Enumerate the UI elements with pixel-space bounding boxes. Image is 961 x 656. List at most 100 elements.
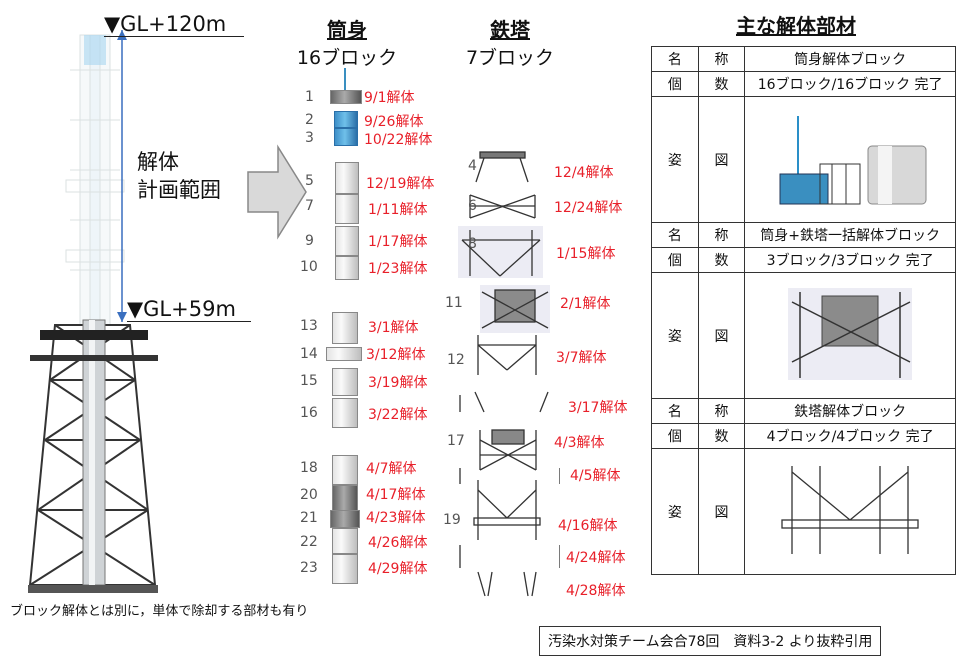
block-number: 6 (468, 198, 477, 214)
block-number: 11 (445, 295, 463, 311)
steel-tower-count: 7ブロック (465, 47, 555, 69)
figure-key: 姿 (651, 272, 699, 399)
section-figure (744, 448, 956, 575)
cylinder-block-shape (334, 128, 358, 146)
right-arrow-icon (247, 144, 307, 240)
section-figure (744, 96, 956, 223)
block-date: 4/3解体 (554, 435, 605, 451)
block-date: 4/29解体 (368, 561, 428, 577)
block-date: 4/5解体 (570, 468, 621, 484)
block-date: 4/23解体 (366, 510, 426, 526)
gl-bottom-label: ▼GL+59m (127, 297, 251, 322)
count-key: 数 (697, 423, 746, 449)
block-number: 13 (300, 318, 318, 334)
figure-key: 姿 (651, 96, 699, 223)
block-number: 17 (447, 433, 465, 449)
cylinder-block-shape (335, 194, 359, 224)
section-count: 4ブロック/4ブロック 完了 (744, 423, 956, 449)
cylinder-block-shape (332, 455, 358, 485)
figure-key: 図 (697, 448, 746, 575)
block-number: 5 (305, 173, 314, 189)
count-key: 数 (697, 71, 746, 97)
block-number: 15 (300, 373, 318, 389)
block-date: 4/7解体 (366, 461, 417, 477)
cylinder-block-shape (332, 312, 358, 344)
block-number: 7 (305, 198, 314, 214)
section-name: 筒身+鉄塔一括解体ブロック (744, 222, 956, 248)
range-label-line2: 計画範囲 (137, 178, 221, 202)
gl-top-label: ▼GL+120m (104, 12, 244, 37)
block-number: 16 (300, 405, 318, 421)
block-date: 3/19解体 (368, 375, 428, 391)
block-number: 20 (300, 487, 318, 503)
range-label: 解体 計画範囲 (137, 148, 221, 204)
steel-tower-block-figure (781, 465, 919, 554)
count-key: 個 (651, 423, 699, 449)
block-number: 22 (300, 534, 318, 550)
section-count: 3ブロック/3ブロック 完了 (744, 247, 956, 273)
section-name: 筒身解体ブロック (744, 46, 956, 72)
block-date: 4/16解体 (558, 518, 618, 534)
block-date: 3/17解体 (568, 400, 628, 416)
figure-key: 姿 (651, 448, 699, 575)
block-date: 12/4解体 (554, 165, 614, 181)
cylinder-block-shape (332, 528, 358, 554)
cylinder-block-shape (330, 90, 362, 104)
block-date: 12/19解体 (366, 176, 435, 192)
block-number: 12 (447, 352, 465, 368)
block-date: 3/7解体 (556, 350, 607, 366)
block-number: 19 (443, 512, 461, 528)
steel-tower-title: 鉄塔 (490, 18, 530, 42)
block-date: 3/1解体 (368, 320, 419, 336)
block-date: 3/22解体 (368, 407, 428, 423)
cylinder-block-shape (335, 226, 359, 256)
block-date: 1/17解体 (368, 234, 428, 250)
block-number: 10 (300, 259, 318, 275)
figure-key: 図 (697, 272, 746, 399)
cylinder-title: 筒身 (327, 18, 367, 42)
block-date: 9/26解体 (364, 114, 424, 130)
cylinder-block-shape (332, 485, 358, 511)
section-name: 鉄塔解体ブロック (744, 398, 956, 424)
source-citation: 汚染水対策チーム会合78回 資料3-2 より抜粋引用 (539, 626, 882, 656)
name-key: 名 (651, 398, 699, 424)
block-number: 9 (305, 233, 314, 249)
cylinder-count: 16ブロック (296, 47, 398, 69)
block-date: 2/1解体 (560, 296, 611, 312)
steel-tower-block-drawings (458, 151, 560, 597)
figure-key: 図 (697, 96, 746, 223)
block-date: 4/28解体 (566, 583, 626, 599)
block-number: 8 (468, 236, 477, 252)
cylinder-block-shape (334, 111, 358, 128)
block-number: 21 (300, 510, 318, 526)
block-date: 3/12解体 (366, 347, 426, 363)
block-date: 12/24解体 (554, 200, 623, 216)
block-number: 14 (300, 346, 318, 362)
name-key: 称 (697, 46, 746, 72)
separate-removal-note: ブロック解体とは別に，単体で除却する部材も有り (10, 604, 309, 619)
block-date: 1/11解体 (368, 202, 428, 218)
block-date: 4/26解体 (368, 535, 428, 551)
block-date: 4/24解体 (566, 550, 626, 566)
block-number: 1 (305, 89, 314, 105)
section-figure (744, 272, 956, 399)
antenna-shape (344, 68, 346, 90)
name-key: 称 (697, 398, 746, 424)
cylinder-header: 筒身 16ブロック (282, 14, 412, 70)
name-key: 名 (651, 222, 699, 248)
combined-block-figure (788, 287, 913, 380)
block-date: 1/23解体 (368, 261, 428, 277)
cylinder-block-shape (332, 398, 358, 428)
count-key: 個 (651, 247, 699, 273)
block-date: 4/17解体 (366, 487, 426, 503)
cylinder-block-shape (326, 347, 362, 361)
block-number: 3 (305, 130, 314, 146)
block-date: 1/15解体 (556, 246, 616, 262)
tower-illustration (28, 30, 158, 593)
block-date: 9/1解体 (364, 90, 415, 106)
block-number: 2 (305, 112, 314, 128)
range-label-line1: 解体 (137, 150, 179, 174)
count-key: 数 (697, 247, 746, 273)
count-key: 個 (651, 71, 699, 97)
cylinder-block-shape (335, 162, 359, 194)
